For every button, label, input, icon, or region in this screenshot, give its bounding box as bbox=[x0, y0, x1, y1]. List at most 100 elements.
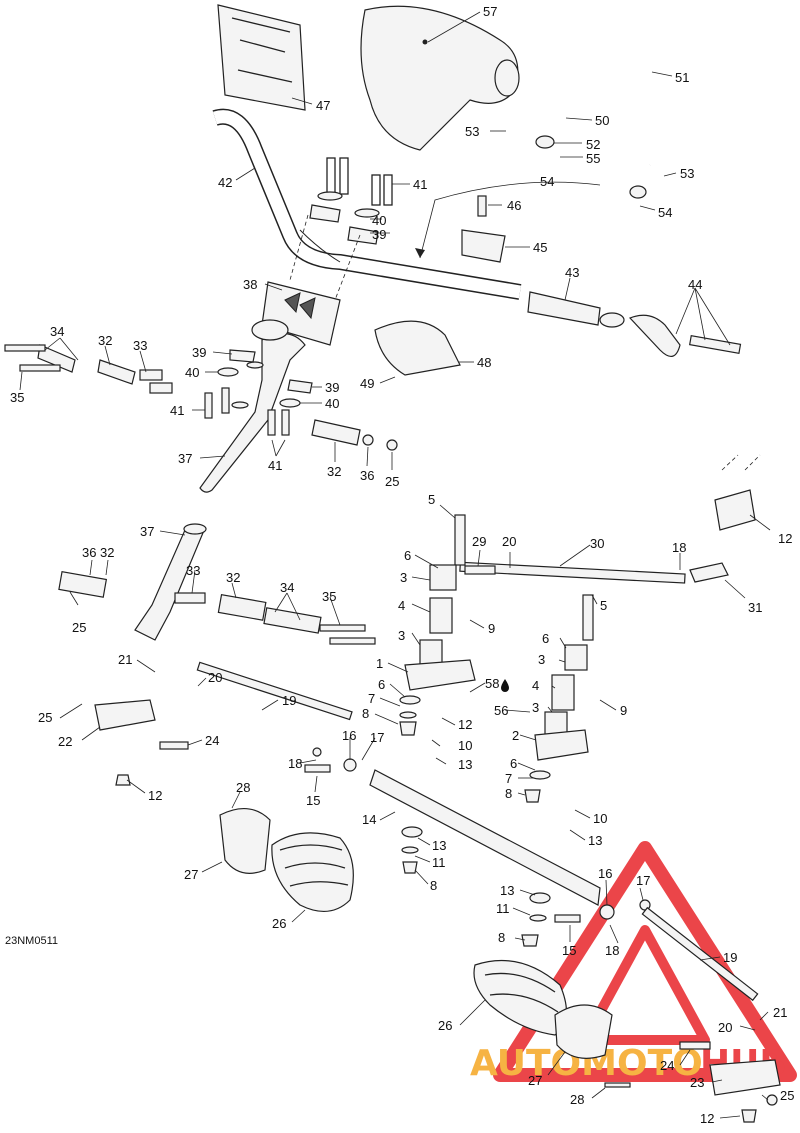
callout-9: 9 bbox=[488, 621, 495, 636]
callout-37: 37 bbox=[178, 451, 192, 466]
callout-13: 13 bbox=[458, 757, 472, 772]
callout-33b: 33 bbox=[186, 563, 200, 578]
steering-column bbox=[4, 319, 398, 493]
callout-6b: 6 bbox=[542, 631, 549, 646]
callout-58: 58 bbox=[485, 676, 499, 691]
callout-25d: 25 bbox=[780, 1088, 794, 1103]
handlebar-cover bbox=[374, 320, 461, 376]
callout-41b: 41 bbox=[170, 403, 184, 418]
callout-46: 46 bbox=[507, 198, 521, 213]
protector-plate bbox=[217, 4, 306, 111]
callout-17b: 17 bbox=[636, 873, 650, 888]
callout-32d: 32 bbox=[226, 570, 240, 585]
callout-26: 26 bbox=[272, 916, 286, 931]
callout-16: 16 bbox=[342, 728, 356, 743]
callout-2: 2 bbox=[512, 728, 519, 743]
callout-12b: 12 bbox=[458, 717, 472, 732]
callout-24b: 24 bbox=[660, 1058, 674, 1073]
callout-40b: 40 bbox=[185, 365, 199, 380]
callout-41: 41 bbox=[413, 177, 427, 192]
callout-32c: 32 bbox=[100, 545, 114, 560]
callout-54b: 54 bbox=[658, 205, 672, 220]
throttle-grip bbox=[527, 291, 601, 326]
callout-40c: 40 bbox=[325, 396, 339, 411]
callout-12: 12 bbox=[778, 531, 792, 546]
callout-10: 10 bbox=[458, 738, 472, 753]
handlebar-pad bbox=[360, 5, 519, 151]
callout-23: 23 bbox=[690, 1075, 704, 1090]
callout-34b: 34 bbox=[280, 580, 294, 595]
callout-42: 42 bbox=[218, 175, 232, 190]
callout-39b: 39 bbox=[192, 345, 206, 360]
callout-12c: 12 bbox=[148, 788, 162, 803]
callout-40: 40 bbox=[372, 213, 386, 228]
callout-4b: 4 bbox=[532, 678, 539, 693]
callout-25c: 25 bbox=[38, 710, 52, 725]
callout-35: 35 bbox=[10, 390, 24, 405]
callout-54: 54 bbox=[540, 174, 554, 189]
callout-13b: 13 bbox=[588, 833, 602, 848]
callout-45: 45 bbox=[533, 240, 547, 255]
callout-41c: 41 bbox=[268, 458, 282, 473]
callout-48: 48 bbox=[477, 355, 491, 370]
callout-3: 3 bbox=[400, 570, 407, 585]
callout-34: 34 bbox=[50, 324, 64, 339]
callout-19: 19 bbox=[282, 693, 296, 708]
callout-4: 4 bbox=[398, 598, 405, 613]
figure-code: 23NM0511 bbox=[5, 935, 58, 947]
callout-39: 39 bbox=[372, 227, 386, 242]
callout-35b: 35 bbox=[322, 589, 336, 604]
callout-43: 43 bbox=[565, 265, 579, 280]
callout-20b: 20 bbox=[208, 670, 222, 685]
callout-10b: 10 bbox=[593, 811, 607, 826]
callout-28b: 28 bbox=[570, 1092, 584, 1107]
callout-17: 17 bbox=[370, 730, 384, 745]
callout-39c: 39 bbox=[325, 380, 339, 395]
callout-52: 52 bbox=[586, 137, 600, 152]
callout-18: 18 bbox=[672, 540, 686, 555]
callout-6: 6 bbox=[404, 548, 411, 563]
callout-53b: 53 bbox=[680, 166, 694, 181]
callout-18b: 18 bbox=[288, 756, 302, 771]
callout-3c: 3 bbox=[538, 652, 545, 667]
callout-8b: 8 bbox=[505, 786, 512, 801]
callout-20: 20 bbox=[502, 534, 516, 549]
callout-labels: 57 47 51 50 53 52 55 54 53 54 42 41 40 3… bbox=[10, 4, 794, 1126]
callout-3d: 3 bbox=[532, 700, 539, 715]
callout-12d: 12 bbox=[700, 1111, 714, 1126]
callout-27: 27 bbox=[184, 867, 198, 882]
callout-15: 15 bbox=[306, 793, 320, 808]
callout-5: 5 bbox=[428, 492, 435, 507]
callout-27b: 27 bbox=[528, 1073, 542, 1088]
callout-6d: 6 bbox=[510, 756, 517, 771]
callout-29: 29 bbox=[472, 534, 486, 549]
callout-7: 7 bbox=[368, 691, 375, 706]
callout-38: 38 bbox=[243, 277, 257, 292]
callout-20c: 20 bbox=[718, 1020, 732, 1035]
handlebar-assembly bbox=[212, 4, 742, 376]
callout-50: 50 bbox=[595, 113, 609, 128]
callout-33: 33 bbox=[133, 338, 147, 353]
boot-right bbox=[473, 959, 567, 1036]
callout-16b: 16 bbox=[598, 866, 612, 881]
callout-1: 1 bbox=[376, 656, 383, 671]
callout-21b: 21 bbox=[773, 1005, 787, 1020]
callout-5b: 5 bbox=[600, 598, 607, 613]
callout-56: 56 bbox=[494, 703, 508, 718]
callout-8: 8 bbox=[362, 706, 369, 721]
steering-arm-plate bbox=[369, 769, 601, 906]
callout-26b: 26 bbox=[438, 1018, 452, 1033]
callout-13d: 13 bbox=[500, 883, 514, 898]
callout-24: 24 bbox=[205, 733, 219, 748]
callout-55: 55 bbox=[586, 151, 600, 166]
callout-36b: 36 bbox=[82, 545, 96, 560]
callout-37b: 37 bbox=[140, 524, 154, 539]
steering-linkage-lower bbox=[58, 454, 781, 1123]
callout-3b: 3 bbox=[398, 628, 405, 643]
callout-32b: 32 bbox=[327, 464, 341, 479]
callout-22: 22 bbox=[58, 734, 72, 749]
callout-15b: 15 bbox=[562, 943, 576, 958]
callout-11: 11 bbox=[432, 855, 446, 870]
